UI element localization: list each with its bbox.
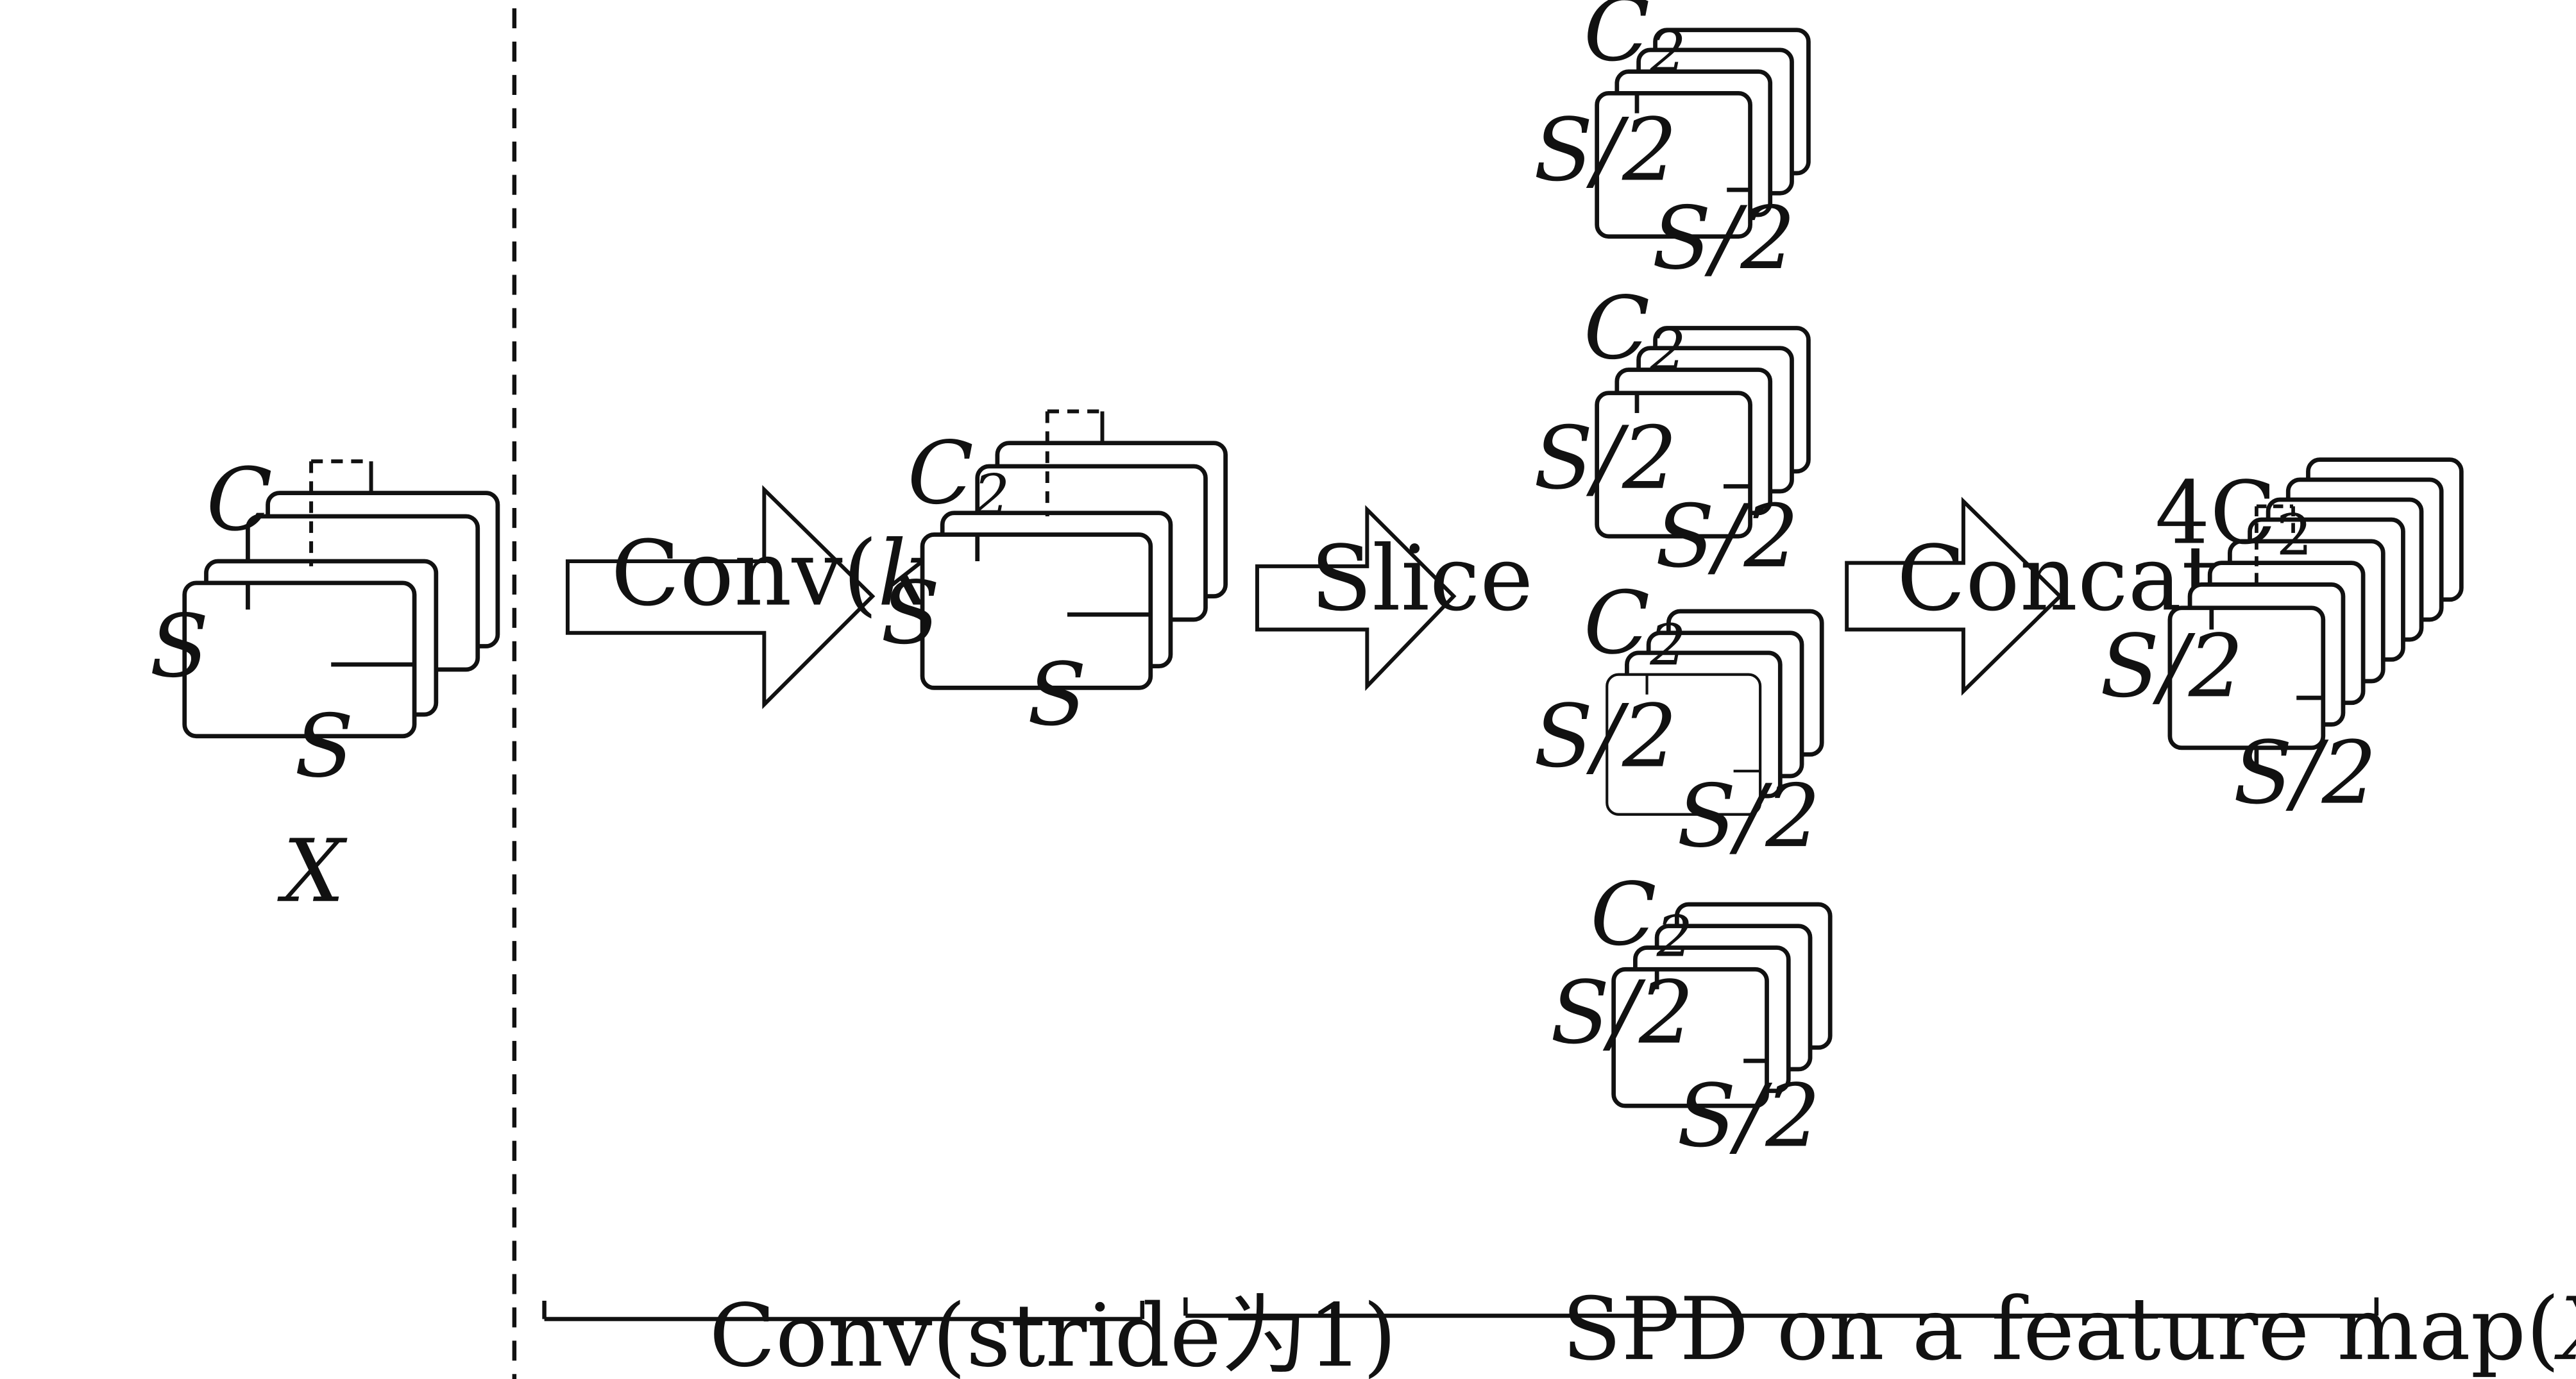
output-kernel-outline (2255, 504, 2295, 587)
conv-bracket (542, 1300, 1145, 1321)
slice-4-width-label: S/2 (1677, 1065, 1820, 1166)
conv-channel-label: C2 (908, 423, 1010, 528)
conv-arrow (565, 485, 876, 709)
slice-2-width-label: S/2 (1656, 486, 1799, 587)
conv-kernel-outline (1045, 409, 1105, 516)
slice-3-channel-label: C2 (1584, 573, 1686, 678)
slice-4-channel-label: C2 (1590, 864, 1692, 969)
slice-4-feature-map (1611, 902, 1833, 1108)
conv-width-label: S (1028, 645, 1087, 745)
slice-1-width-label: S/2 (1652, 188, 1795, 289)
input-channel-label: C (206, 450, 272, 550)
slice-arrow (1255, 505, 1457, 691)
input-height-label: S (149, 596, 209, 697)
input-layer-1 (182, 580, 417, 739)
conv-height-label: S (881, 563, 940, 663)
slice-2-channel-label: C2 (1584, 278, 1686, 383)
output-feature-map (2167, 457, 2464, 766)
slice-2-feature-map (1595, 326, 1811, 539)
conv-output-feature-map (920, 441, 1228, 690)
spd-bracket (1183, 1297, 2379, 1318)
output-channel-label: 4C2 (2155, 462, 2312, 568)
slice-arrow-label: Slice (1310, 527, 1533, 631)
slice-1-height-label: S/2 (1534, 99, 1677, 200)
concat-arrow (1845, 496, 2063, 696)
conv-layer-1 (920, 532, 1153, 690)
slice-1-feature-map (1595, 28, 1811, 239)
input-tensor-label: X (277, 821, 348, 922)
slice-3-front-layer (1606, 673, 1762, 816)
slice-1-channel-label: C2 (1584, 0, 1686, 85)
output-height-label: S/2 (2100, 616, 2244, 716)
slice-3-width-label: S/2 (1677, 766, 1820, 867)
slice-3-height-label: S/2 (1534, 686, 1677, 786)
concat-arrow-label: Concat (1897, 527, 2217, 631)
slice-2-height-label: S/2 (1534, 408, 1677, 509)
slice-4-height-label: S/2 (1550, 962, 1694, 1063)
input-width-label: S (294, 696, 354, 797)
conv-bracket-label: Conv(stride为1) (709, 1285, 1397, 1379)
input-kernel-outline (309, 459, 373, 566)
input-feature-map (182, 491, 500, 739)
output-width-label: S/2 (2233, 723, 2377, 824)
spd-bracket-label: SPD on a feature map(X) (1562, 1279, 2576, 1379)
